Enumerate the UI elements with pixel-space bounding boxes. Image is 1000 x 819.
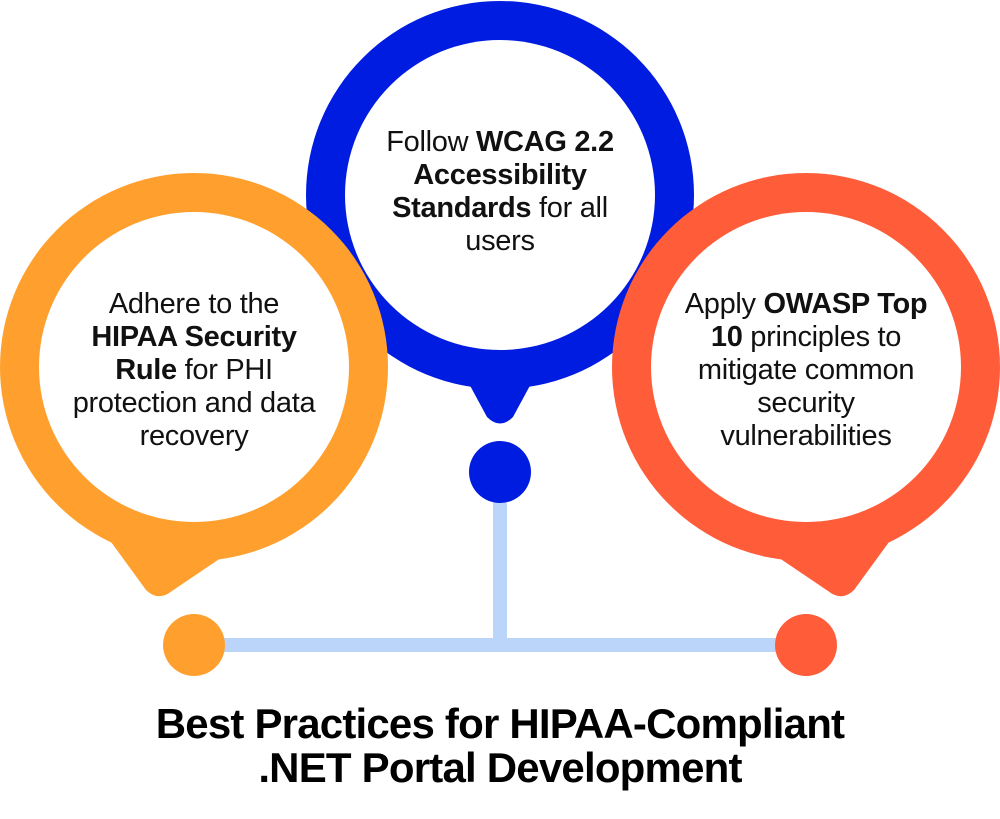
pin-accessibility-text-bold: WCAG 2.2 Accessibility Standards (392, 126, 614, 224)
pin-accessibility-inner (345, 40, 655, 350)
pin-hipaa-inner (39, 212, 349, 522)
node-dot-owasp (775, 614, 837, 676)
pin-owasp-text-1: Apply (684, 288, 764, 320)
pin-hipaa-text: Adhere to the HIPAA Security Rule for PH… (69, 288, 319, 453)
diagram-title-line1: Best Practices for HIPAA-Compliant (155, 700, 845, 747)
pin-hipaa-text-2: for PHI protection and data recovery (72, 354, 316, 452)
pin-accessibility-text-1: Follow (386, 126, 476, 158)
pin-owasp-text: Apply OWASP Top 10 principles to mitigat… (671, 288, 941, 453)
pin-hipaa-text-bold: HIPAA Security Rule (91, 321, 297, 386)
node-dot-hipaa (163, 614, 225, 676)
pin-accessibility-text: Follow WCAG 2.2 Accessibility Standards … (385, 126, 615, 258)
pin-owasp-text-2: principles to mitigate common security v… (697, 321, 915, 452)
diagram-title-line2: .NET Portal Development (258, 744, 742, 791)
pin-accessibility (306, 1, 694, 424)
pin-owasp (612, 173, 1000, 597)
pin-owasp-inner (651, 212, 961, 522)
pin-hipaa-text-1: Adhere to the (108, 288, 280, 320)
connector-horizontal (194, 638, 806, 652)
pin-owasp-text-bold: OWASP Top 10 (710, 288, 928, 353)
node-dot-accessibility (469, 441, 531, 503)
pin-accessibility-text-2: for all users (465, 192, 608, 257)
diagram-title: Best Practices for HIPAA-Compliant .NET … (0, 702, 1000, 790)
pin-hipaa (0, 173, 388, 597)
connector-vertical (493, 470, 507, 650)
